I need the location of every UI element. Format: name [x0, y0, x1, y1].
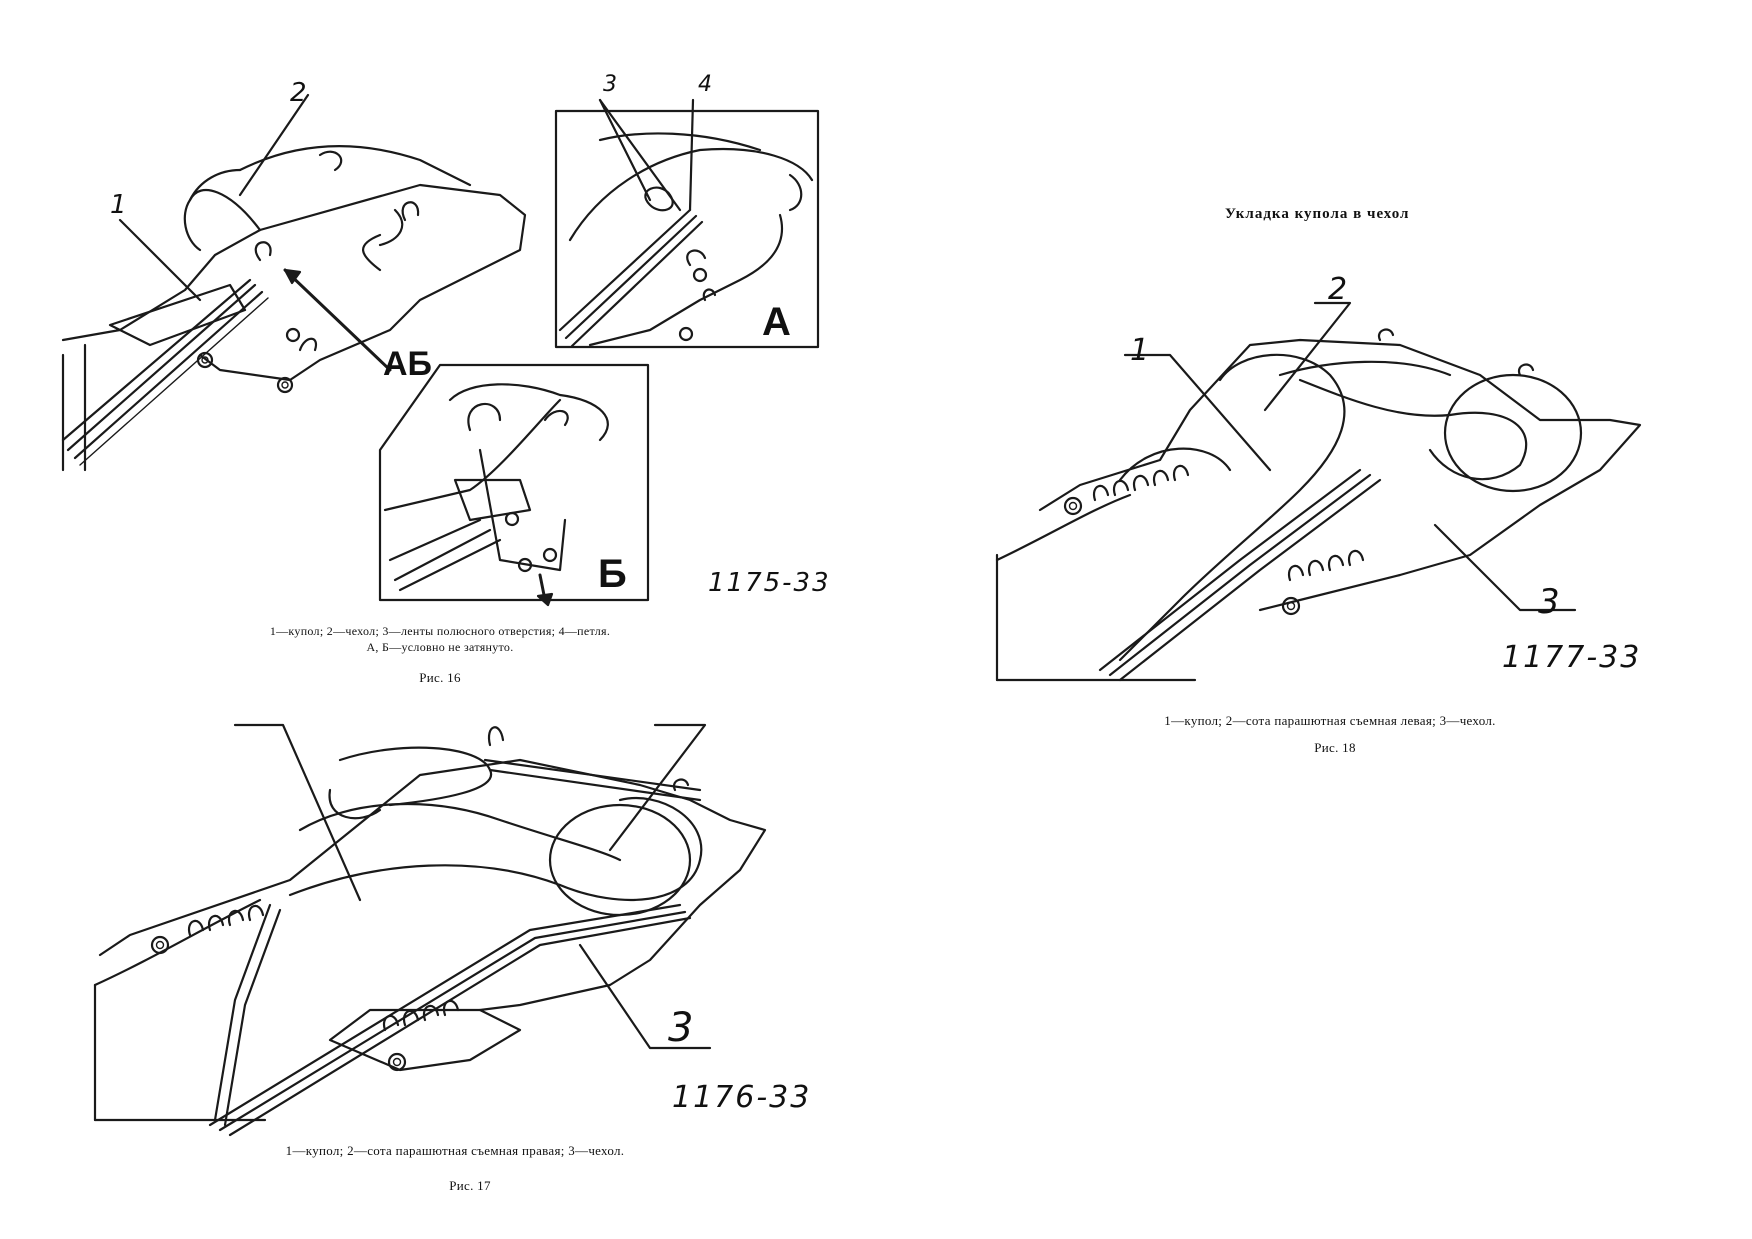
fig18-drawing-number: 1177-33	[1502, 640, 1642, 675]
fig16-label: Рис. 16	[419, 670, 461, 685]
fig16-inset-b-label: Б	[598, 552, 627, 596]
fig18-callout-2: 2	[1328, 272, 1348, 307]
fig16-ab-label: АБ	[383, 345, 432, 383]
fig16-callout-3: 3	[603, 72, 617, 97]
fig17-callout-3: 3	[668, 1005, 694, 1051]
fig16-callout-1: 1	[110, 190, 127, 220]
fig18-drawing	[995, 301, 1642, 682]
fig18-callout-1: 1	[1130, 333, 1150, 368]
fig17-caption: 1—купол; 2—сота парашютная съемная права…	[285, 1143, 625, 1158]
fig17-drawing-number: 1176-33	[672, 1080, 812, 1115]
fig16-callout-4: 4	[698, 72, 712, 97]
fig16-caption-line2: А, Б—условно не затянуто.	[366, 640, 514, 654]
fig16-inset-b	[378, 363, 650, 607]
fig17-drawing	[93, 723, 767, 1137]
fig16-drawing-number: 1175-33	[708, 568, 831, 598]
fig16-callout-2: 2	[290, 78, 307, 108]
fig16-inset-a-label: А	[762, 300, 791, 344]
fig18-caption: 1—купол; 2—сота парашютная съемная левая…	[1164, 713, 1496, 728]
page-heading: Укладка купола в чехол	[1225, 206, 1410, 222]
fig16-main-drawing	[61, 93, 527, 472]
fig16-inset-a	[554, 98, 820, 349]
fig17-label: Рис. 17	[449, 1178, 491, 1193]
fig16-caption-line1: 1—купол; 2—чехол; 3—ленты полюсного отве…	[269, 624, 611, 638]
fig18-label: Рис. 18	[1314, 740, 1356, 755]
fig18-callout-3: 3	[1538, 582, 1560, 622]
